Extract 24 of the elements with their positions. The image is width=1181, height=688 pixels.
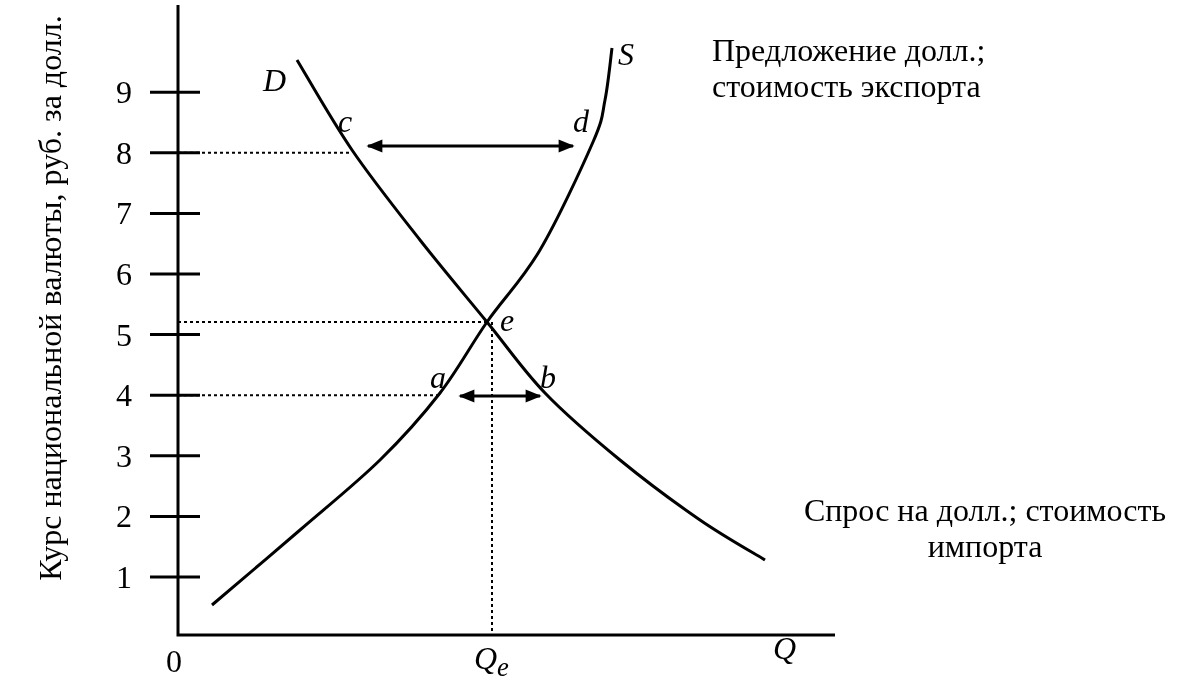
curve-caption: Спрос на долл.; стоимость импорта [802,492,1168,564]
tick-label: 3 [116,437,133,474]
tick-label: 1 [116,559,133,595]
tick-label: 8 [116,134,133,171]
axis-title: Курс национальной валюты, руб. за долл. [32,14,68,583]
curve-label: D [263,62,288,98]
point-label: c [338,104,353,138]
tick-label: 5 [116,316,133,353]
tick-label: 7 [116,195,133,232]
tick-label: 2 [116,498,133,535]
axis-label: Q [773,630,798,666]
tick-label: 6 [116,256,133,292]
double-arrow [366,139,575,153]
tick-label: 0 [166,643,183,679]
tick-label: 9 [116,74,133,111]
point-label: e [500,302,516,338]
double-arrow [458,389,542,403]
curve-label: S [618,36,635,72]
tick-label: 4 [116,377,133,414]
tick-label: Q$_{e}$ [474,640,510,685]
point-label: d [573,104,589,138]
curve-caption: Предложение долл.; стоимость экспорта [712,32,987,104]
point-label: a [430,360,446,394]
point-label: b [540,360,556,394]
